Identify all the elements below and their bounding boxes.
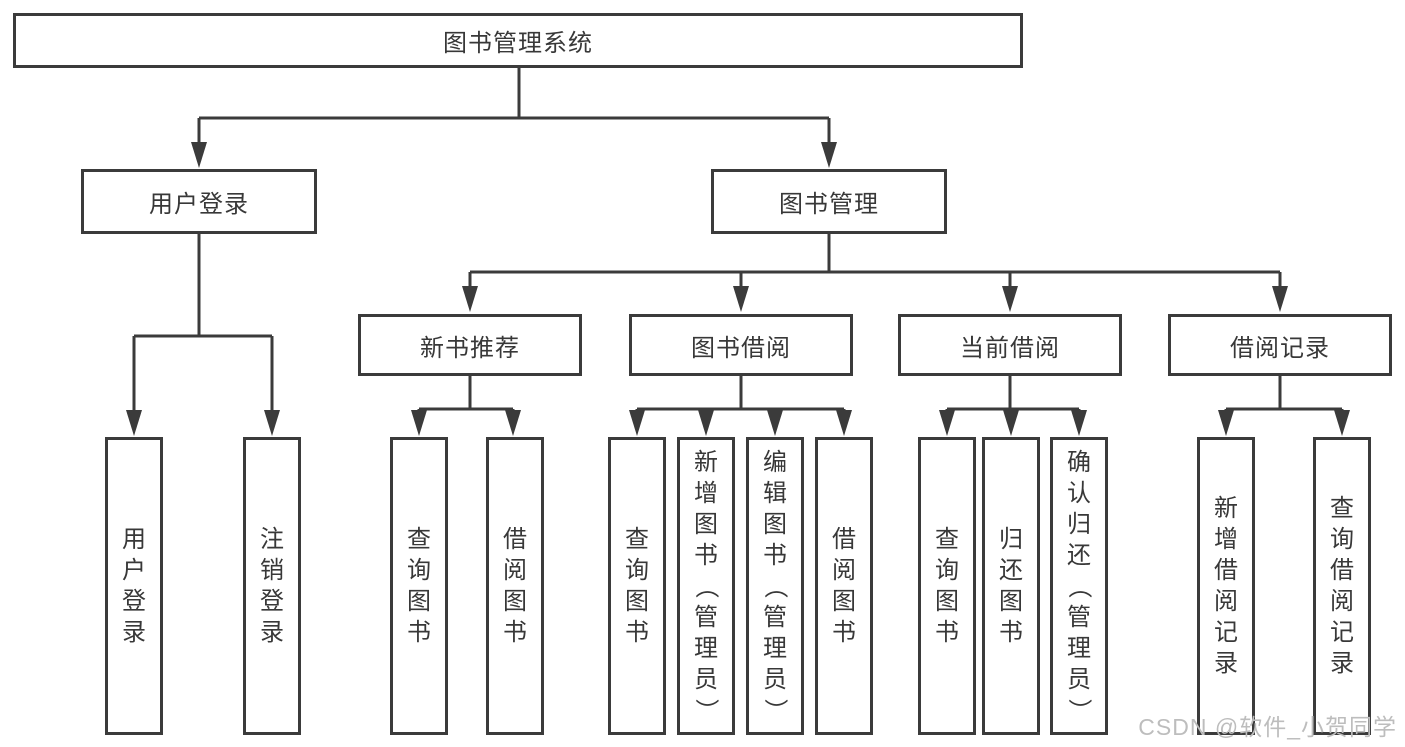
arrowhead xyxy=(1218,410,1234,436)
arrowhead xyxy=(1334,410,1350,436)
leaf-confirm-return-admin: 确认归还（管理员） xyxy=(1050,437,1108,735)
node-book-mgmt: 图书管理 xyxy=(711,169,947,234)
arrowhead xyxy=(698,410,714,436)
arrowhead xyxy=(264,410,280,436)
node-new-book-rec-label: 新书推荐 xyxy=(420,334,520,362)
arrowhead xyxy=(411,410,427,436)
node-root-label: 图书管理系统 xyxy=(443,30,593,57)
connector-root xyxy=(191,68,837,168)
arrowhead xyxy=(505,410,521,436)
arrowhead xyxy=(821,142,837,168)
node-user-login: 用户登录 xyxy=(81,169,317,234)
leaf-user-login: 用户登录 xyxy=(105,437,163,735)
connector-book-mgmt xyxy=(462,233,1288,312)
node-new-book-rec: 新书推荐 xyxy=(358,314,582,376)
arrowhead xyxy=(191,142,207,168)
node-root: 图书管理系统 xyxy=(13,13,1023,68)
arrowhead xyxy=(836,410,852,436)
connector-book-borrowing xyxy=(629,376,852,436)
connector-new-book-rec xyxy=(411,376,521,436)
arrowhead xyxy=(767,410,783,436)
connector-current-borrowing xyxy=(939,376,1087,436)
arrowhead xyxy=(126,410,142,436)
connector-user-login xyxy=(126,233,280,436)
leaf-add-books-admin: 新增图书（管理员） xyxy=(677,437,735,735)
node-book-borrowing-label: 图书借阅 xyxy=(691,334,791,362)
arrowhead xyxy=(462,286,478,312)
leaf-query-books-borrow: 查询图书 xyxy=(608,437,666,735)
arrowhead xyxy=(629,410,645,436)
leaf-return-books: 归还图书 xyxy=(982,437,1040,735)
arrowhead xyxy=(733,286,749,312)
arrowhead xyxy=(939,410,955,436)
arrowhead xyxy=(1071,410,1087,436)
leaf-query-borrow-record: 查询借阅记录 xyxy=(1313,437,1371,735)
arrowhead xyxy=(1272,286,1288,312)
leaf-borrow-books-borrow: 借阅图书 xyxy=(815,437,873,735)
node-book-borrowing: 图书借阅 xyxy=(629,314,853,376)
node-book-mgmt-label: 图书管理 xyxy=(779,191,879,218)
leaf-query-books-rec: 查询图书 xyxy=(390,437,448,735)
watermark: CSDN @软件_小贺同学 xyxy=(1138,714,1397,740)
leaf-borrow-books-rec: 借阅图书 xyxy=(486,437,544,735)
node-user-login-label: 用户登录 xyxy=(149,191,249,218)
node-current-borrowing: 当前借阅 xyxy=(898,314,1122,376)
leaf-logout: 注销登录 xyxy=(243,437,301,735)
arrowhead xyxy=(1003,410,1019,436)
node-borrowing-records: 借阅记录 xyxy=(1168,314,1392,376)
node-current-borrowing-label: 当前借阅 xyxy=(960,334,1060,362)
node-borrowing-records-label: 借阅记录 xyxy=(1230,334,1330,362)
arrowhead xyxy=(1002,286,1018,312)
leaf-edit-books-admin: 编辑图书（管理员） xyxy=(746,437,804,735)
connector-borrowing-records xyxy=(1218,376,1350,436)
leaf-query-books-current: 查询图书 xyxy=(918,437,976,735)
leaf-add-borrow-record: 新增借阅记录 xyxy=(1197,437,1255,735)
